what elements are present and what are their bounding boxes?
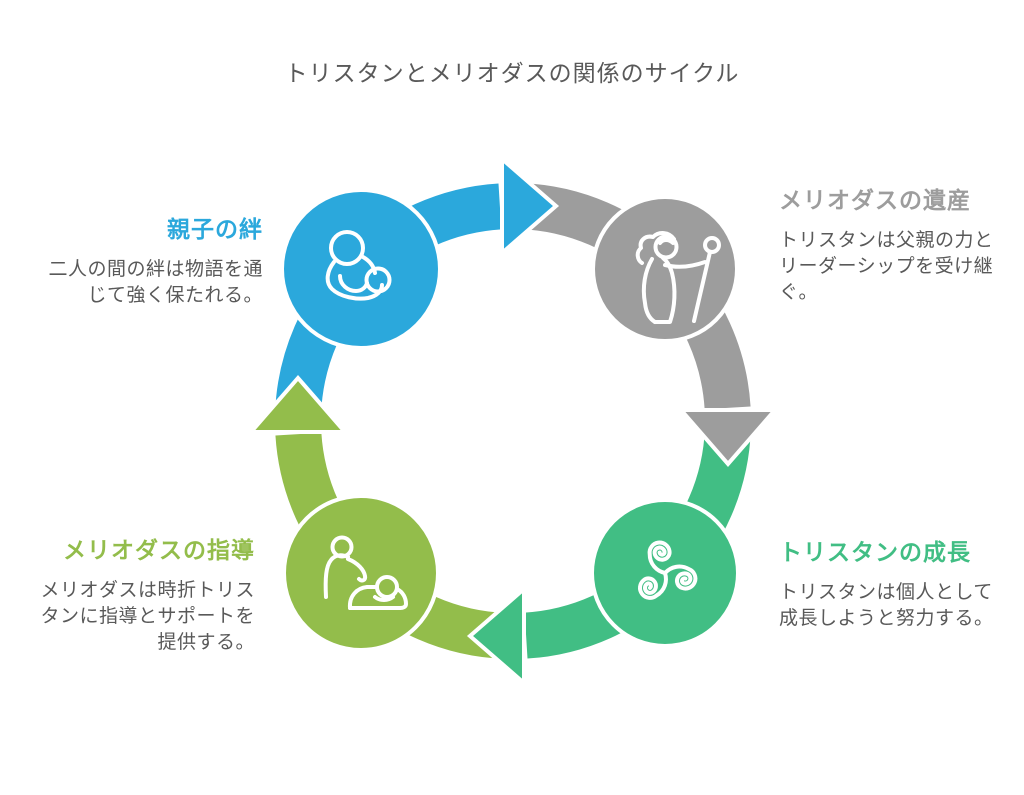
mentor-and-student-icon — [323, 535, 408, 610]
arrow-right-icon — [500, 154, 560, 258]
figure-with-scepter-icon — [635, 231, 721, 324]
node-title: トリスタンの成長 — [779, 539, 971, 565]
node-circle-legacy — [591, 195, 739, 343]
arrow-left-icon — [466, 584, 526, 688]
page-title: トリスタンとメリオダスの関係のサイクル — [284, 60, 740, 86]
arrow-up-icon — [246, 374, 350, 434]
node-description: トリスタンは個人として 成長しようと努力する。 — [779, 581, 994, 629]
node-description: トリスタンは父親の力と リーダーシップを受け継 ぐ。 — [779, 229, 994, 304]
cycle-arrowheads — [246, 154, 780, 688]
node-circle-bond — [280, 188, 442, 350]
node-label-bond: 親子の絆 二人の間の絆は物語を通 じて強く保たれる。 — [0, 216, 263, 309]
node-title: 親子の絆 — [167, 216, 263, 242]
node-description: 二人の間の絆は物語を通 じて強く保たれる。 — [48, 258, 263, 306]
node-title: メリオダスの遺産 — [779, 187, 971, 213]
node-label-legacy: メリオダスの遺産 トリスタンは父親の力と リーダーシップを受け継 ぐ。 — [779, 187, 1024, 306]
node-label-growth: トリスタンの成長 トリスタンは個人として 成長しようと努力する。 — [779, 539, 1024, 632]
node-circle-guidance — [282, 494, 440, 652]
node-title: メリオダスの指導 — [63, 537, 255, 563]
triskelion-icon — [638, 540, 698, 600]
arrow-down-icon — [676, 408, 780, 468]
node-description: メリオダスは時折トリス タンに指導とサポートを 提供する。 — [40, 579, 255, 654]
node-label-guidance: メリオダスの指導 メリオダスは時折トリス タンに指導とサポートを 提供する。 — [0, 537, 255, 656]
parent-holding-baby-icon — [325, 230, 392, 301]
